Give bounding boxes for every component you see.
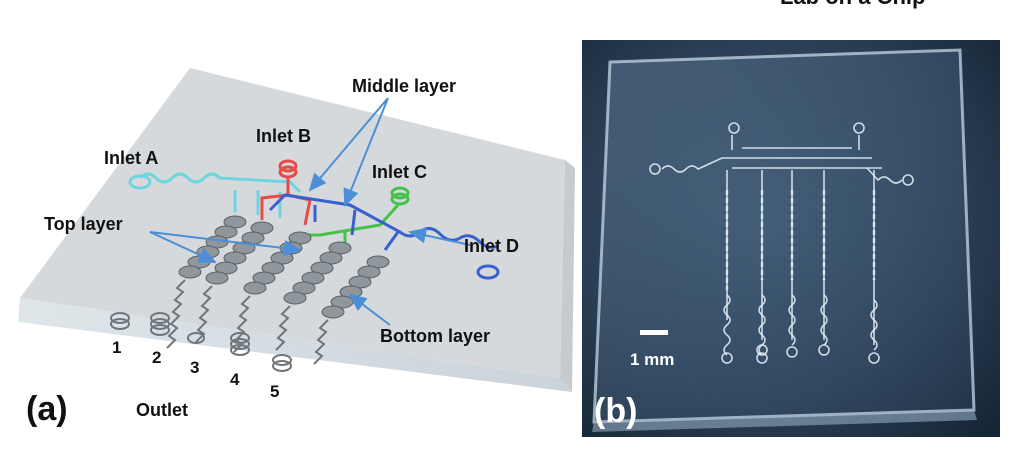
label-inlet-a: Inlet A bbox=[104, 148, 159, 168]
outlet-coils bbox=[110, 312, 292, 372]
annotation-arrows bbox=[149, 97, 471, 326]
mixer-columns bbox=[178, 215, 390, 319]
mixer-5 bbox=[321, 255, 390, 319]
mixer-2 bbox=[205, 221, 274, 285]
outlet-number-5: 5 bbox=[270, 382, 280, 401]
chip-front-face bbox=[18, 298, 572, 392]
label-top-layer: Top layer bbox=[44, 214, 123, 234]
scale-bar bbox=[640, 330, 668, 335]
label-inlet-d: Inlet D bbox=[464, 236, 520, 256]
label-bottom-layer: Bottom layer bbox=[380, 326, 491, 346]
outlet-number-2: 2 bbox=[152, 348, 162, 367]
outlet-number-3: 3 bbox=[190, 358, 200, 377]
panel-b-letter: (b) bbox=[594, 392, 638, 430]
mixer-4 bbox=[283, 241, 352, 305]
outlet-number-1: 1 bbox=[112, 338, 122, 357]
label-inlet-c: Inlet C bbox=[372, 162, 428, 182]
label-middle-layer: Middle layer bbox=[352, 76, 457, 96]
chip-side-face bbox=[560, 160, 575, 392]
journal-title: Lab on a Chip bbox=[780, 0, 925, 10]
scale-label: 1 mm bbox=[630, 350, 675, 369]
chip-schematic bbox=[18, 68, 575, 392]
chip-top-face bbox=[20, 68, 565, 378]
chip-photograph bbox=[582, 40, 1000, 437]
label-outlet: Outlet bbox=[136, 400, 188, 420]
outlet-number-4: 4 bbox=[230, 370, 240, 389]
panel-a-letter: (a) bbox=[26, 390, 68, 428]
label-inlet-b: Inlet B bbox=[256, 126, 312, 146]
